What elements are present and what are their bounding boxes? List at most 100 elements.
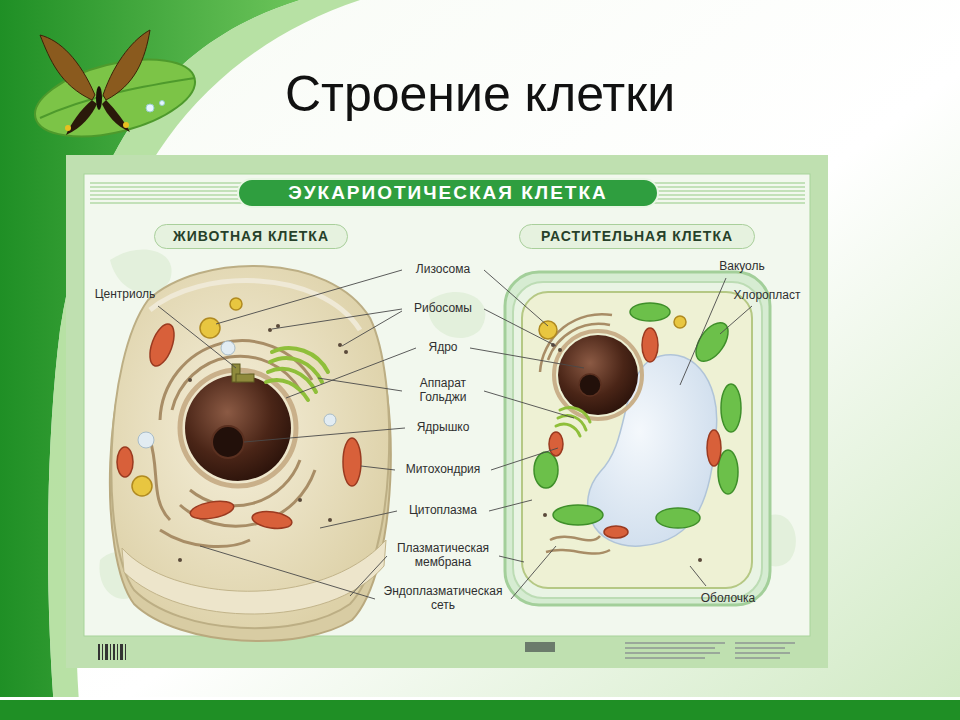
poster-frame [66, 155, 828, 668]
butterfly-body [96, 86, 102, 110]
mitochondrion [642, 328, 658, 362]
leader-line [499, 556, 524, 562]
nucleolus [212, 426, 244, 458]
slide-title: Строение клетки [285, 66, 675, 124]
bar [117, 644, 118, 660]
part-label: Центриоль [90, 288, 160, 302]
header-band: ЭУКАРИОТИЧЕСКАЯ КЛЕТКА [237, 178, 659, 208]
credit-line [625, 657, 705, 659]
chloroplast [721, 384, 741, 432]
golgi-cisterna [266, 380, 308, 400]
leader-line [342, 311, 402, 346]
mitochondrion [145, 321, 179, 369]
bar [125, 644, 126, 660]
ribosomes [543, 343, 702, 562]
er-fold [160, 530, 250, 547]
vesicle [221, 341, 235, 355]
part-label: Лизосома [408, 263, 478, 277]
cut-surface [122, 540, 386, 614]
centriole [232, 364, 254, 382]
ribosome [188, 378, 192, 382]
bar [120, 644, 123, 660]
leader-line [320, 511, 397, 528]
vesicle [324, 414, 336, 426]
endoplasmic-reticulum [150, 341, 315, 547]
centriole-part [236, 374, 254, 382]
golgi-apparatus [266, 348, 328, 400]
leader-line [720, 306, 752, 334]
mitochondrion [549, 432, 563, 456]
mitochondrion [343, 438, 361, 486]
credit-line [735, 657, 780, 659]
footer-band [0, 700, 960, 720]
part-label: Митохондрия [401, 463, 485, 477]
mitochondrion [604, 526, 628, 538]
golgi-apparatus [556, 408, 590, 436]
leader-line [318, 378, 402, 391]
lysosomes [132, 298, 242, 496]
part-label: Эндоплазматическая сеть [381, 585, 505, 613]
barcode [98, 644, 126, 660]
ribosome [268, 328, 272, 332]
leader-line [470, 348, 584, 368]
leader-line [491, 448, 558, 470]
leader-line [272, 309, 402, 329]
publisher-logo [525, 642, 555, 652]
credit-line [735, 647, 785, 649]
ribosome [298, 498, 302, 502]
lysosome [230, 298, 242, 310]
cell-wall [505, 272, 770, 605]
credit-line [735, 652, 790, 654]
leaf-butterfly [27, 30, 203, 151]
cell-body [111, 266, 389, 628]
part-label: Ядрышко [411, 421, 475, 435]
chloroplast [630, 303, 670, 321]
part-label: Рибосомы [408, 302, 478, 316]
dewdrop [160, 101, 165, 106]
butterfly-wing [66, 100, 97, 135]
plasma-membrane [150, 281, 360, 330]
part-label: Ядро [423, 341, 463, 355]
chloroplast [534, 452, 558, 488]
header-stripes [90, 183, 805, 203]
butterfly-wing [103, 30, 150, 100]
leader-line [216, 270, 402, 324]
bar [98, 644, 100, 660]
wing-spot [65, 125, 71, 131]
chloroplast [656, 508, 700, 528]
mitochondrion [117, 447, 133, 477]
credit-line [625, 652, 720, 654]
vesicles [138, 341, 336, 448]
band-title: ЖИВОТНАЯ КЛЕТКА [173, 228, 329, 244]
wing-spot [123, 122, 129, 128]
mitochondrion [251, 509, 293, 530]
lysosome [539, 321, 557, 339]
poster-field [84, 174, 810, 636]
part-label: Цитоплазма [403, 504, 483, 518]
leader-line [484, 391, 574, 418]
leader-line [200, 546, 375, 599]
poster [66, 155, 828, 668]
leader-lines [158, 270, 752, 599]
ribosome [543, 513, 547, 517]
section-band: РАСТИТЕЛЬНАЯ КЛЕТКА [519, 224, 755, 249]
mitochondrion [707, 430, 721, 466]
section-band: ЖИВОТНАЯ КЛЕТКА [154, 224, 348, 249]
bar [105, 644, 108, 660]
leader-line [511, 546, 556, 599]
band-title: РАСТИТЕЛЬНАЯ КЛЕТКА [541, 228, 733, 244]
chloroplast [553, 505, 603, 525]
credit-line [625, 642, 725, 644]
plant-cell [505, 272, 770, 605]
chloroplast [718, 450, 738, 494]
er-fold [150, 440, 170, 520]
mitochondrion [189, 498, 235, 521]
part-label: Аппарат Гольджи [408, 377, 478, 405]
lysosome [200, 318, 220, 338]
leader-line [286, 348, 416, 398]
part-label: Оболочка [695, 592, 761, 606]
part-label: Вакуоль [712, 260, 772, 274]
nuclear-envelope [180, 370, 296, 486]
band-title: ЭУКАРИОТИЧЕСКАЯ КЛЕТКА [288, 182, 608, 204]
